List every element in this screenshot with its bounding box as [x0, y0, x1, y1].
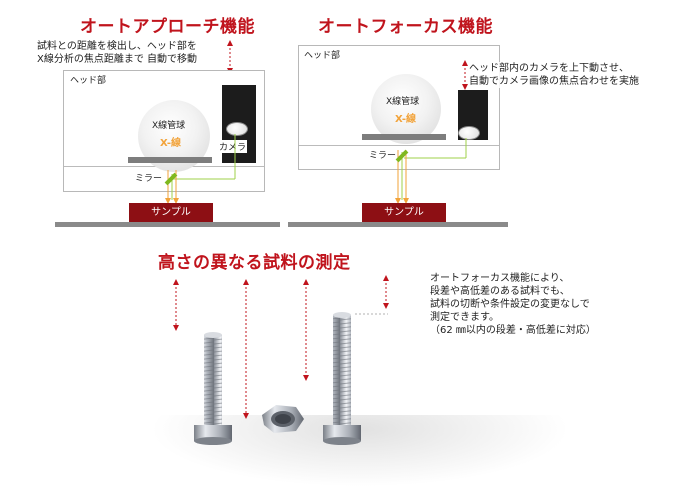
note-line2: 段差や高低差のある試料でも、: [430, 286, 570, 297]
beam-paths-right: [395, 138, 467, 204]
auto-approach-title: オートアプローチ機能: [80, 17, 255, 37]
head-bottom-line-right: [299, 145, 499, 146]
tube-plate-right: [362, 134, 446, 140]
camera-move-arrow: [462, 60, 468, 90]
sample-left: サンプル: [129, 203, 213, 223]
camera-label: カメラ: [218, 140, 248, 153]
height-section-title: 高さの異なる試料の測定: [158, 253, 351, 273]
auto-approach-description: 試料との距離を検出し、ヘッド部を X線分析の焦点距離まで 自動で移動: [37, 40, 197, 66]
camera-lens-icon: [226, 122, 248, 136]
height-section-note: オートフォーカス機能により、 段差や高低差のある試料でも、 試料の切断や条件設定…: [430, 272, 596, 337]
xray-tube-label: X線管球: [152, 121, 186, 131]
xray-tube-sphere-right: [371, 74, 441, 144]
sample-right: サンプル: [362, 203, 446, 223]
note-line1: オートフォーカス機能により、: [430, 273, 570, 284]
camera-lens-icon-right: [458, 126, 480, 140]
stage-base-left: [55, 222, 280, 227]
note-line3: 試料の切断や条件設定の変更なしで: [430, 299, 590, 310]
auto-focus-description-line1: ヘッド部内のカメラを上下動させ、: [469, 63, 629, 74]
xray-label: X-線: [160, 138, 182, 149]
beam-paths-left: [165, 134, 236, 204]
mirror-label-right: ミラー: [369, 151, 397, 161]
auto-focus-description-line2: 自動でカメラ画像の焦点合わせを実施: [469, 76, 639, 87]
xray-label-right: X-線: [395, 114, 417, 125]
xray-tube-label-right: X線管球: [386, 97, 420, 107]
head-move-arrow: [227, 40, 233, 74]
auto-focus-description: ヘッド部内のカメラを上下動させ、 自動でカメラ画像の焦点合わせを実施: [469, 62, 639, 88]
tube-plate: [128, 157, 212, 163]
mirror-label-left: ミラー: [135, 174, 163, 184]
auto-focus-title: オートフォーカス機能: [318, 17, 493, 37]
auto-approach-description-line2: X線分析の焦点距離まで 自動で移動: [37, 54, 198, 65]
stage-base-right: [288, 222, 508, 227]
auto-approach-description-line1: 試料との距離を検出し、ヘッド部を: [37, 41, 197, 52]
bolts-illustration: [173, 275, 389, 445]
note-line5: （62 ㎜以内の段差・高低差に対応）: [430, 325, 596, 336]
head-label: ヘッド部: [70, 76, 107, 86]
head-label-right: ヘッド部: [304, 51, 341, 61]
note-line4: 測定できます。: [430, 312, 499, 323]
